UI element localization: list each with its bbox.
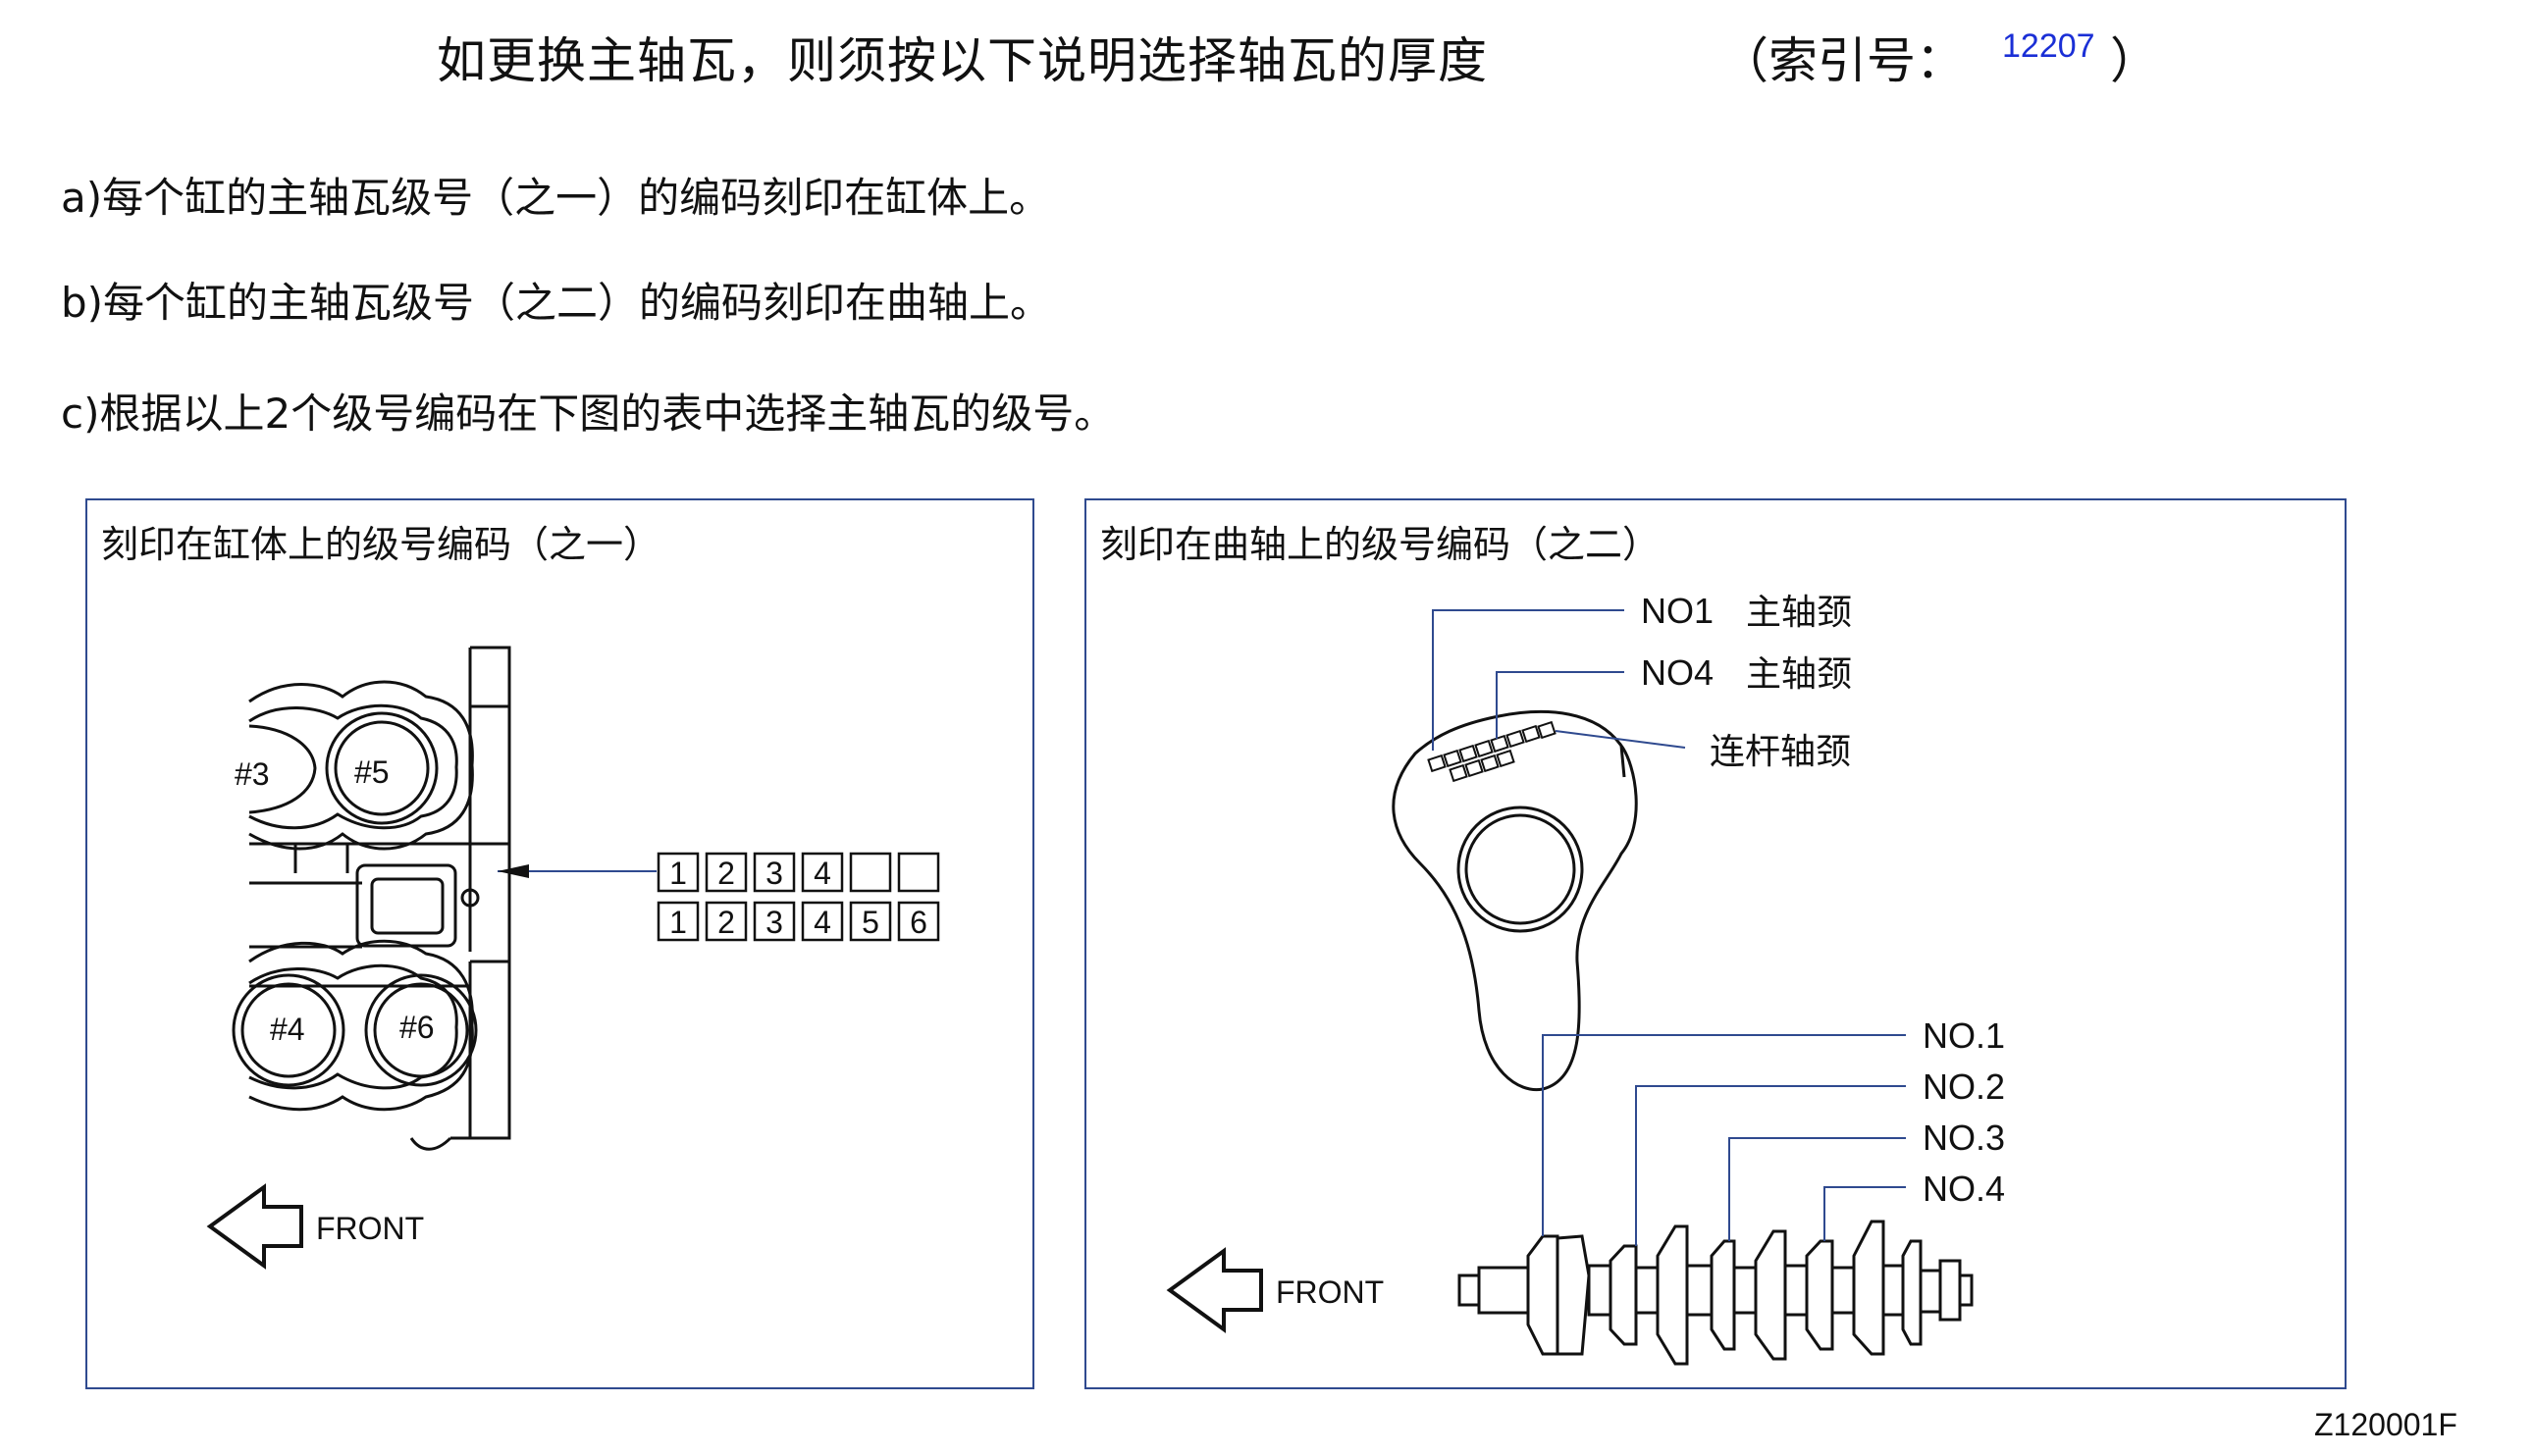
code-box-bottom-1 [657,901,700,942]
crank-label-no2: NO.2 [1923,1066,2005,1107]
code-box-top-6 [897,852,940,893]
step-b-text: b)每个缸的主轴瓦级号（之二）的编码刻印在曲轴上。 [61,279,1052,327]
page-title: 如更换主轴瓦，则须按以下说明选择轴瓦的厚度 [437,32,1488,89]
code-box-bottom-3 [753,901,796,942]
index-number-link[interactable]: 12207 [2002,27,2095,65]
front-arrow-icon [1166,1247,1263,1333]
cylinder-label-3: #3 [235,756,270,792]
step-a-text: a)每个缸的主轴瓦级号（之一）的编码刻印在缸体上。 [61,174,1051,222]
cylinder-label-5: #5 [354,754,390,790]
block-edge-outline [450,646,511,1140]
cylinder-6-bore [364,973,478,1087]
code-digit-bottom-2: 2 [717,905,735,940]
cylinder-label-6: #6 [399,1010,435,1045]
code-digit-bottom-3: 3 [765,905,783,940]
code-box-top-2 [705,852,748,893]
code-box-top-1 [657,852,700,893]
crank-pin-outer [1456,806,1584,933]
front-label-right: FRONT [1276,1274,1384,1310]
stamped-code-marks [1427,720,1557,783]
crank-label-no4: NO.4 [1923,1169,2005,1209]
code-digit-bottom-1: 1 [669,905,687,940]
conrod-journal-text: 连杆轴颈 [1710,731,1851,771]
code-box-bottom-6 [897,901,940,942]
cylinder-block-panel: 刻印在缸体上的级号编码（之一） [85,498,1034,1389]
cylinder-3-bore [248,724,317,814]
index-label-open: （索引号： [1719,32,1965,89]
cylinder-4-bore [232,973,345,1087]
crankshaft-panel: 刻印在曲轴上的级号编码（之二） [1084,498,2347,1389]
block-code-arrowhead [498,864,529,878]
figure-code: Z120001F [2314,1407,2457,1442]
cylinder-5-bore [325,711,439,825]
bolt-hole [460,888,480,908]
crank-pin-inner [1464,813,1576,925]
crank-web-outline [1392,709,1638,1092]
index-label-close: ） [2110,32,2159,89]
code-box-top-5 [849,852,892,893]
cylinder-block-panel-title: 刻印在缸体上的级号编码（之一） [101,523,661,566]
cylinder-label-4: #4 [270,1012,305,1047]
code-box-bottom-2 [705,901,748,942]
code-digit-top-4: 4 [814,856,831,891]
code-box-top-4 [801,852,844,893]
code-box-top-3 [753,852,796,893]
journal-no1-text: 主轴颈 [1746,592,1852,632]
crank-number-leaders [1542,1034,1906,1246]
code-digit-bottom-5: 5 [862,905,879,940]
crankshaft-drawing: NO1 主轴颈 NO4 主轴颈 连杆轴颈 [1166,591,2005,1366]
crankshaft-side-view [1457,1220,1974,1366]
crank-label-no3: NO.3 [1923,1118,2005,1158]
upper-gasket-outline [248,680,474,851]
code-digit-top-2: 2 [717,856,735,891]
crank-label-no1: NO.1 [1923,1015,2005,1056]
journal-no4-text: 主轴颈 [1746,653,1852,694]
front-arrow-icon [206,1183,303,1270]
journal-no4-code: NO4 [1641,652,1714,693]
lower-gasket-outline [248,939,474,1112]
code-digit-top-1: 1 [669,856,687,891]
journal-leaders [1432,609,1686,751]
code-digit-top-3: 3 [765,856,783,891]
journal-no1-code: NO1 [1641,591,1714,631]
code-digit-bottom-6: 6 [910,905,927,940]
code-box-bottom-5 [849,901,892,942]
code-box-bottom-4 [801,901,844,942]
front-label-left: FRONT [316,1211,424,1246]
crankshaft-panel-title: 刻印在曲轴上的级号编码（之二） [1100,523,1661,566]
step-c-text: c)根据以上2个级号编码在下图的表中选择主轴瓦的级号。 [61,390,1116,438]
code-digit-bottom-4: 4 [814,905,831,940]
